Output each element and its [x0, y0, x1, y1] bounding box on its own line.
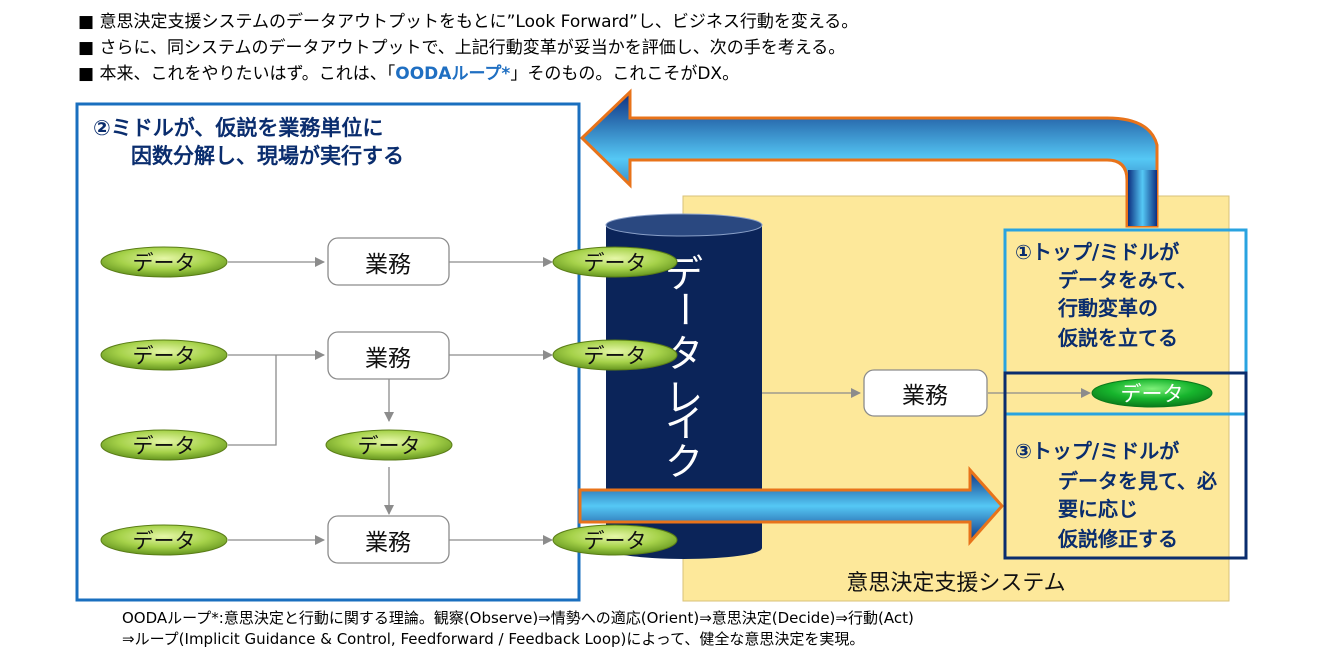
hypothesis-line: 仮説を立てる — [1057, 326, 1178, 350]
task-box: 業務 — [327, 237, 450, 286]
svg-text:データ: データ — [133, 529, 196, 553]
svg-text:業務: 業務 — [365, 346, 411, 372]
data-lake-char: ク — [665, 440, 703, 484]
svg-text:データ: データ — [133, 251, 196, 275]
bullet-text-pre: 本来、これをやりたいはず。これは、「 — [99, 64, 396, 84]
revision-line: ③トップ/ミドルが — [1015, 439, 1179, 463]
revision-line: データを見て、必 — [1058, 469, 1217, 493]
svg-text:データ: データ — [1121, 382, 1184, 406]
svg-text:業務: 業務 — [902, 383, 948, 409]
task-box: 業務 — [327, 331, 450, 380]
data-pill: データ — [552, 524, 678, 556]
svg-text:データ: データ — [358, 434, 421, 458]
middle-box-title-1: ②ミドルが、仮説を業務単位に — [93, 116, 383, 140]
bullet-2: ■ さらに、同システムのデータアウトプットで、上記行動変革が妥当かを評価し、次の… — [78, 36, 858, 62]
bullet-3: ■ 本来、これをやりたいはず。これは、「OODAループ*」そのもの。これこそがD… — [78, 62, 858, 88]
svg-text:業務: 業務 — [365, 530, 411, 556]
feedforward-arrow — [578, 466, 1005, 546]
data-pill-output: データ — [1091, 378, 1213, 408]
svg-text:業務: 業務 — [365, 252, 411, 278]
svg-text:データ: データ — [584, 529, 647, 553]
data-pill: データ — [100, 246, 228, 278]
svg-text:データ: データ — [133, 434, 196, 458]
feedback-arrow — [579, 88, 1159, 228]
svg-text:データ: データ — [133, 344, 196, 368]
data-pill: データ — [100, 339, 228, 371]
hypothesis-line: 行動変革の — [1057, 296, 1158, 320]
hypothesis-line: ①トップ/ミドルが — [1015, 240, 1179, 264]
bullet-marker: ■ — [78, 12, 95, 32]
revision-line: 要に応じ — [1058, 497, 1138, 521]
svg-text:データ: データ — [584, 251, 647, 275]
revision-line: 仮説修正する — [1057, 527, 1178, 551]
data-pill: データ — [100, 524, 228, 556]
svg-text:データ: データ — [584, 344, 647, 368]
hypothesis-box — [1003, 228, 1248, 416]
hypothesis-line: データをみて、 — [1058, 268, 1197, 292]
bullet-text: 意思決定支援システムのデータアウトプットをもとに”Look Forward”し、… — [99, 12, 859, 32]
footnote-line-1: OODAループ*:意思決定と行動に関する理論。観察(Observe)⇒情勢への適… — [122, 609, 914, 627]
system-label: 意思決定支援システム — [846, 571, 1065, 596]
data-pill: データ — [325, 429, 453, 461]
data-lake-char: イ — [665, 402, 703, 446]
data-lake-char: ー — [662, 290, 706, 328]
task-box: 業務 — [327, 515, 450, 564]
bullet-marker: ■ — [78, 64, 95, 84]
bullet-1: ■ 意思決定支援システムのデータアウトプットをもとに”Look Forward”… — [78, 10, 858, 36]
revision-box — [1003, 371, 1248, 560]
data-pill: データ — [552, 246, 678, 278]
bullet-text: さらに、同システムのデータアウトプットで、上記行動変革が妥当かを評価し、次の手を… — [99, 38, 846, 58]
bullet-text-post: 」そのもの。これこそがDX。 — [510, 64, 740, 84]
data-pill: データ — [552, 339, 678, 371]
ooda-highlight: OODAループ* — [395, 64, 511, 84]
data-lake: デ ー タ レ イ ク — [605, 213, 763, 559]
footnote: OODAループ*:意思決定と行動に関する理論。観察(Observe)⇒情勢への適… — [122, 608, 914, 650]
bullet-marker: ■ — [78, 38, 95, 58]
data-lake-char: レ — [665, 376, 703, 420]
data-pill: データ — [100, 429, 228, 461]
task-box: 業務 — [863, 369, 988, 417]
footnote-line-2: ⇒ループ(Implicit Guidance & Control, Feedfo… — [122, 630, 865, 648]
middle-box-title-2: 因数分解し、現場が実行する — [131, 144, 404, 168]
